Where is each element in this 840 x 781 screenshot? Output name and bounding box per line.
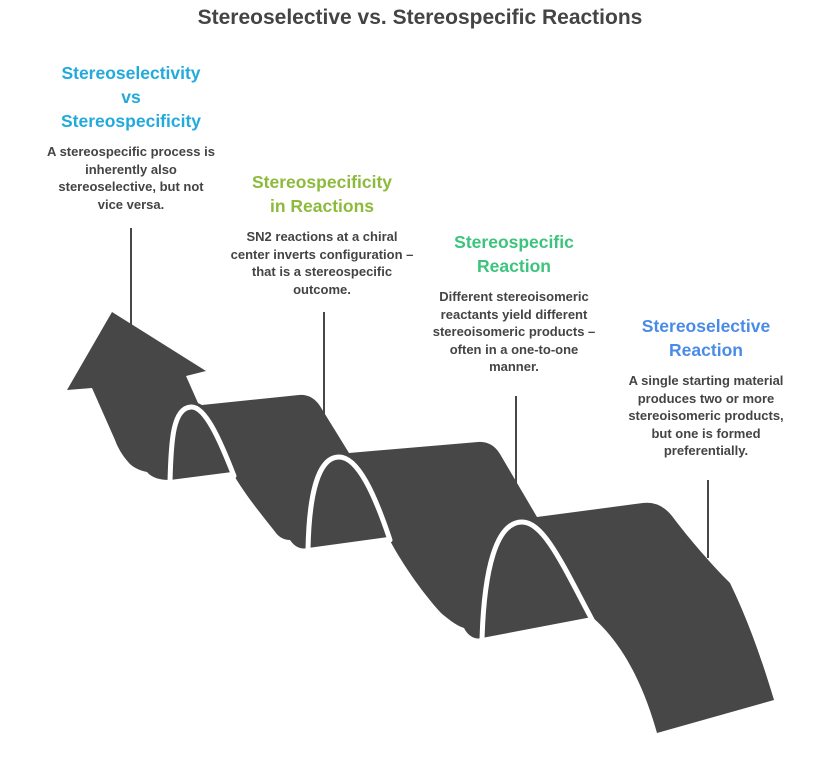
step-1-title-line: Stereoselectivity xyxy=(61,63,201,83)
step-3-title-line: Reaction xyxy=(477,256,551,276)
step-3-title-line: Stereospecific xyxy=(454,232,574,252)
step-1-title: Stereoselectivity vs Stereospecificity xyxy=(31,61,231,133)
step-4-title-line: Stereoselective xyxy=(641,316,771,336)
step-2: Stereospecificity in Reactions SN2 react… xyxy=(222,170,422,298)
step-3-title: Stereospecific Reaction xyxy=(414,230,614,278)
step-2-title-line: in Reactions xyxy=(269,196,375,216)
step-1-title-line: vs xyxy=(121,87,141,107)
step-4-title-line: Reaction xyxy=(669,340,743,360)
step-2-title-line: Stereospecificity xyxy=(251,172,393,192)
ribbon-fold-1 xyxy=(167,404,237,485)
diagram-title: Stereoselective vs. Stereospecific React… xyxy=(197,6,643,29)
step-4-description: A single starting material produces two … xyxy=(628,373,784,458)
step-2-description: SN2 reactions at a chiral center inverts… xyxy=(230,229,414,297)
step-1-title-line: Stereospecificity xyxy=(60,111,202,131)
ribbon-fold-3 xyxy=(479,519,599,643)
ribbon-fold-2 xyxy=(305,454,393,553)
ribbon-arrow-shape xyxy=(67,312,774,733)
step-1-description: A stereospecific process is inherently a… xyxy=(47,144,215,212)
step-4: Stereoselective Reaction A single starti… xyxy=(606,314,806,460)
step-2-title: Stereospecificity in Reactions xyxy=(222,170,422,218)
step-3-description: Different stereoisomeric reactants yield… xyxy=(432,289,596,374)
step-1: Stereoselectivity vs Stereospecificity A… xyxy=(31,61,231,213)
step-4-title: Stereoselective Reaction xyxy=(606,314,806,362)
connector-lines xyxy=(130,228,709,558)
step-3: Stereospecific Reaction Different stereo… xyxy=(414,230,614,376)
